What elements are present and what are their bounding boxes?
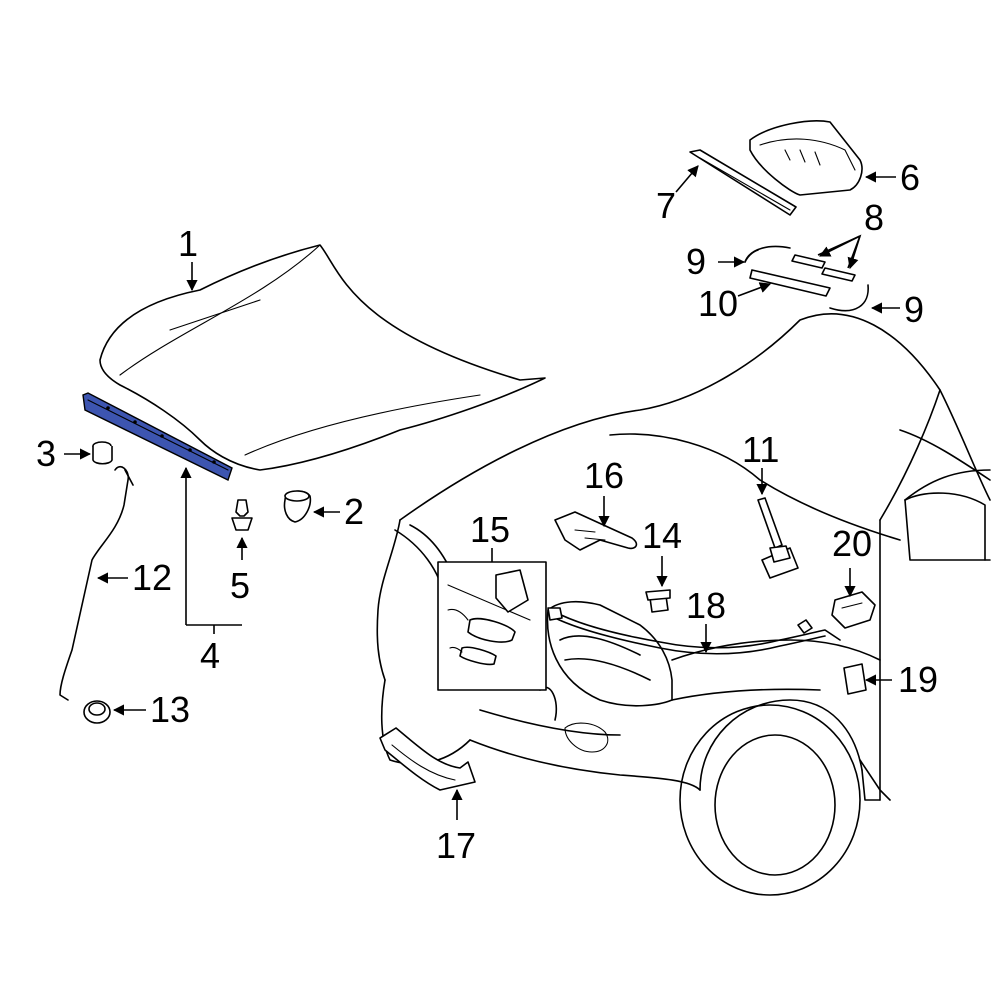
support-rod-part[interactable]: [59, 465, 134, 701]
hood-lock-part[interactable]: [554, 511, 638, 551]
splash-shield-part[interactable]: [379, 727, 476, 791]
hood-scoop-part[interactable]: [749, 120, 863, 196]
callout-6: 6: [900, 157, 920, 198]
callout-17: 17: [436, 825, 476, 866]
seal-strips-part[interactable]: [744, 245, 869, 312]
grommet-part[interactable]: [83, 700, 111, 724]
callout-4: 4: [200, 635, 220, 676]
clip-part[interactable]: [231, 499, 253, 531]
callout-20: 20: [832, 523, 872, 564]
leader-lines: [64, 165, 900, 820]
callout-12: 12: [132, 557, 172, 598]
callout-9-upper: 9: [686, 241, 706, 282]
hood-panel[interactable]: [99, 244, 546, 471]
truck-front: [376, 313, 991, 896]
bracket-part[interactable]: [645, 589, 671, 613]
callout-3: 3: [36, 433, 56, 474]
hood-seal-highlighted[interactable]: [82, 392, 233, 481]
callout-10: 10: [698, 283, 738, 324]
scoop-garnish-part[interactable]: [689, 149, 797, 216]
hood-hinge-part[interactable]: [757, 497, 799, 579]
handle-part[interactable]: [843, 663, 867, 695]
callout-18: 18: [686, 585, 726, 626]
hood-stop-part[interactable]: [283, 490, 312, 523]
callout-11: 11: [742, 429, 779, 470]
callout-labels: 1 2 3 4 5 6 7 8 9 9 10 11 12 13 14 15 16…: [36, 157, 938, 866]
callout-13: 13: [150, 689, 190, 730]
callout-5: 5: [230, 565, 250, 606]
support-kit-box[interactable]: [437, 561, 547, 691]
callout-14: 14: [642, 515, 682, 556]
callout-8: 8: [864, 197, 884, 238]
callout-2: 2: [344, 491, 364, 532]
bumper-cushion-part[interactable]: [92, 441, 113, 465]
callout-16: 16: [584, 455, 624, 496]
callout-1: 1: [178, 223, 198, 264]
callout-9-lower: 9: [904, 289, 924, 330]
latch-release-part[interactable]: [831, 591, 876, 629]
callout-15: 15: [470, 509, 510, 550]
callout-7: 7: [656, 185, 676, 226]
callout-19: 19: [898, 659, 938, 700]
